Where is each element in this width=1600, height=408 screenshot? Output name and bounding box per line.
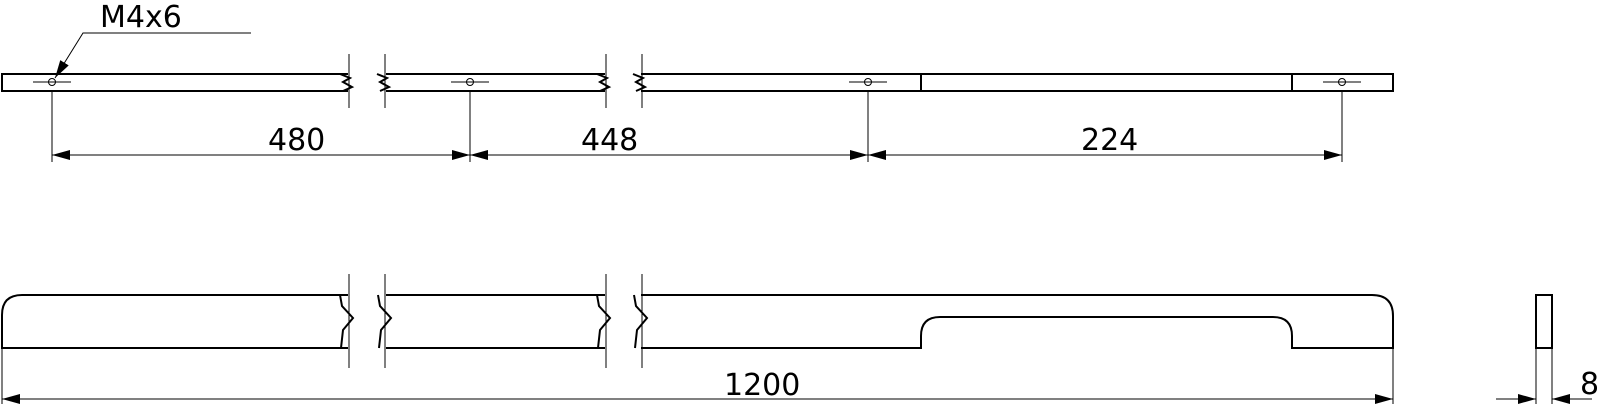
side-profile [1535,294,1553,349]
front-segment-1 [1,294,348,349]
top-segment-1 [1,73,348,92]
break-line-front-1a [339,294,355,349]
break-line-top-2b [632,73,648,92]
break-line-front-2a [596,294,612,349]
top-segment-2 [386,73,605,92]
hole-1 [33,78,71,86]
front-segment-3 [641,294,1394,349]
front-segment-2 [386,294,605,349]
break-line-front-2b [633,294,649,349]
break-line-top-1b [376,73,392,92]
callout-label: M4x6 [100,0,182,35]
side-view: 8 [1496,294,1599,404]
hole-4 [1323,78,1361,86]
callout-leader [54,32,251,79]
front-view: 1200 [1,274,1394,404]
top-segment-3 [641,73,1394,92]
extension-lines-front [1,348,1394,404]
dim-label-8: 8 [1580,367,1599,402]
break-marks-top [348,54,643,108]
dim-label-1200: 1200 [724,368,800,403]
break-line-front-1b [377,294,393,349]
hole-3 [849,78,887,86]
break-line-top-1a [339,73,355,92]
dim-label-448: 448 [581,123,638,158]
hole-2 [451,78,489,86]
dim-label-224: 224 [1081,123,1138,158]
extension-lines-top [51,91,1343,162]
break-line-top-2a [596,73,612,92]
break-marks-front [348,274,643,368]
extension-lines-side [1535,348,1553,404]
top-view: M4x6 480 448 224 [1,0,1394,162]
dim-label-480: 480 [268,123,325,158]
